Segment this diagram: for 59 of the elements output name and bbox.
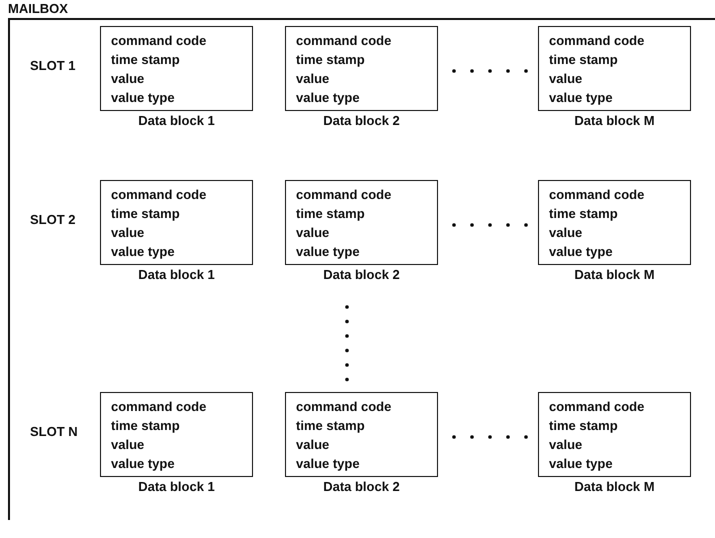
field-label: value type [111, 455, 176, 473]
mailbox-frame [8, 18, 715, 520]
block-caption: Data block 1 [137, 113, 216, 128]
slot-label: SLOT N [30, 424, 78, 439]
field-label: time stamp [549, 417, 619, 435]
field-label: time stamp [296, 417, 366, 435]
field-label: value type [111, 243, 176, 261]
field-label: time stamp [296, 51, 366, 69]
field-label: command code [549, 398, 646, 416]
field-label: value type [549, 243, 614, 261]
field-label: value [549, 70, 584, 88]
field-label: value type [296, 89, 361, 107]
data-block-box [538, 26, 691, 111]
field-label: value type [296, 243, 361, 261]
field-label: time stamp [549, 51, 619, 69]
field-label: time stamp [296, 205, 366, 223]
field-label: value [111, 436, 146, 454]
field-label: command code [296, 32, 392, 50]
data-block-box [538, 392, 691, 477]
block-caption: Data block M [573, 113, 656, 128]
field-label: value [296, 224, 330, 242]
block-caption: Data block 1 [137, 479, 216, 494]
data-block-box [100, 26, 253, 111]
block-caption: Data block 2 [322, 267, 401, 282]
block-caption: Data block M [573, 267, 656, 282]
data-block-box [285, 180, 438, 265]
field-label: command code [111, 32, 208, 50]
field-label: value [296, 70, 330, 88]
field-label: command code [111, 398, 208, 416]
data-block-box [285, 392, 438, 477]
field-label: value type [549, 455, 614, 473]
field-label: value [296, 436, 330, 454]
field-label: command code [549, 186, 646, 204]
slot-label: SLOT 2 [30, 212, 76, 227]
data-block-box [538, 180, 691, 265]
field-label: value type [549, 89, 614, 107]
field-label: value [549, 224, 584, 242]
data-block-box [100, 392, 253, 477]
field-label: command code [549, 32, 646, 50]
block-caption: Data block 1 [137, 267, 216, 282]
field-label: value [549, 436, 584, 454]
field-label: command code [296, 186, 392, 204]
field-label: value type [111, 89, 176, 107]
field-label: command code [111, 186, 208, 204]
data-block-box [100, 180, 253, 265]
field-label: time stamp [111, 417, 181, 435]
field-label: time stamp [111, 205, 181, 223]
block-caption: Data block 2 [322, 113, 401, 128]
field-label: value [111, 224, 146, 242]
mailbox-heading: MAILBOX [8, 1, 68, 16]
block-caption: Data block M [573, 479, 656, 494]
field-label: value type [296, 455, 361, 473]
field-label: time stamp [111, 51, 181, 69]
slot-label: SLOT 1 [30, 58, 76, 73]
block-caption: Data block 2 [322, 479, 401, 494]
field-label: value [111, 70, 146, 88]
field-label: time stamp [549, 205, 619, 223]
field-label: command code [296, 398, 392, 416]
data-block-box [285, 26, 438, 111]
